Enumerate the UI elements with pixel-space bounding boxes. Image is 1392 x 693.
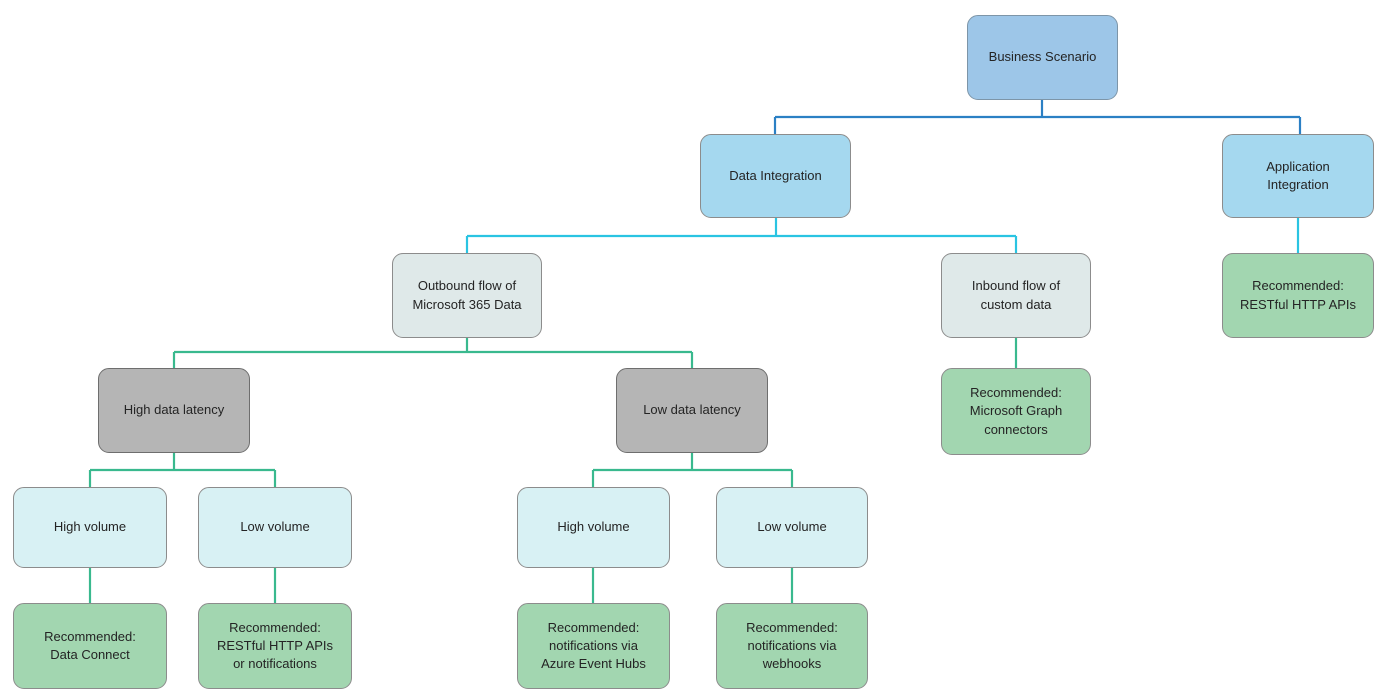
node-high-volume-high-latency-label: High volume [53,519,127,535]
node-high-volume-high-latency: High volume [13,487,167,568]
node-low-data-latency-label: Low data latency [643,402,741,418]
node-outbound-flow-label: Outbound flow of Microsoft 365 Data [412,278,522,312]
node-application-integration: Application Integration [1222,134,1374,218]
node-recommended-restful-http-apis-label: Recommended: RESTful HTTP APIs [1239,278,1357,312]
node-business-scenario-label: Business Scenario [988,49,1097,65]
node-business-scenario: Business Scenario [967,15,1118,100]
node-low-volume-high-latency-label: Low volume [240,519,310,535]
node-recommended-notifications-webhooks: Recommended: notifications via webhooks [716,603,868,689]
node-high-data-latency-label: High data latency [123,402,225,418]
node-recommended-data-connect: Recommended: Data Connect [13,603,167,689]
node-recommended-restful-http-apis: Recommended: RESTful HTTP APIs [1222,253,1374,338]
node-low-volume-low-latency-label: Low volume [757,519,827,535]
node-recommended-notifications-azure-event-hubs-label: Recommended: notifications via Azure Eve… [541,619,646,672]
node-low-data-latency: Low data latency [616,368,768,453]
node-recommended-restful-apis-or-notifications: Recommended: RESTful HTTP APIs or notifi… [198,603,352,689]
node-high-volume-low-latency-label: High volume [557,519,630,535]
node-recommended-data-connect-label: Recommended: Data Connect [44,628,136,662]
node-recommended-microsoft-graph-connectors: Recommended: Microsoft Graph connectors [941,368,1091,455]
node-low-volume-high-latency: Low volume [198,487,352,568]
node-recommended-microsoft-graph-connectors-label: Recommended: Microsoft Graph connectors [969,385,1063,437]
node-recommended-notifications-webhooks-label: Recommended: notifications via webhooks [746,619,838,672]
node-high-volume-low-latency: High volume [517,487,670,568]
node-outbound-flow: Outbound flow of Microsoft 365 Data [392,253,542,338]
node-low-volume-low-latency: Low volume [716,487,868,568]
node-inbound-flow: Inbound flow of custom data [941,253,1091,338]
node-application-integration-label: Application Integration [1266,158,1330,192]
node-recommended-notifications-azure-event-hubs: Recommended: notifications via Azure Eve… [517,603,670,689]
node-recommended-restful-apis-or-notifications-label: Recommended: RESTful HTTP APIs or notifi… [216,619,334,672]
node-inbound-flow-label: Inbound flow of custom data [971,278,1061,312]
node-data-integration-label: Data Integration [729,167,822,183]
node-high-data-latency: High data latency [98,368,250,453]
node-data-integration: Data Integration [700,134,851,218]
